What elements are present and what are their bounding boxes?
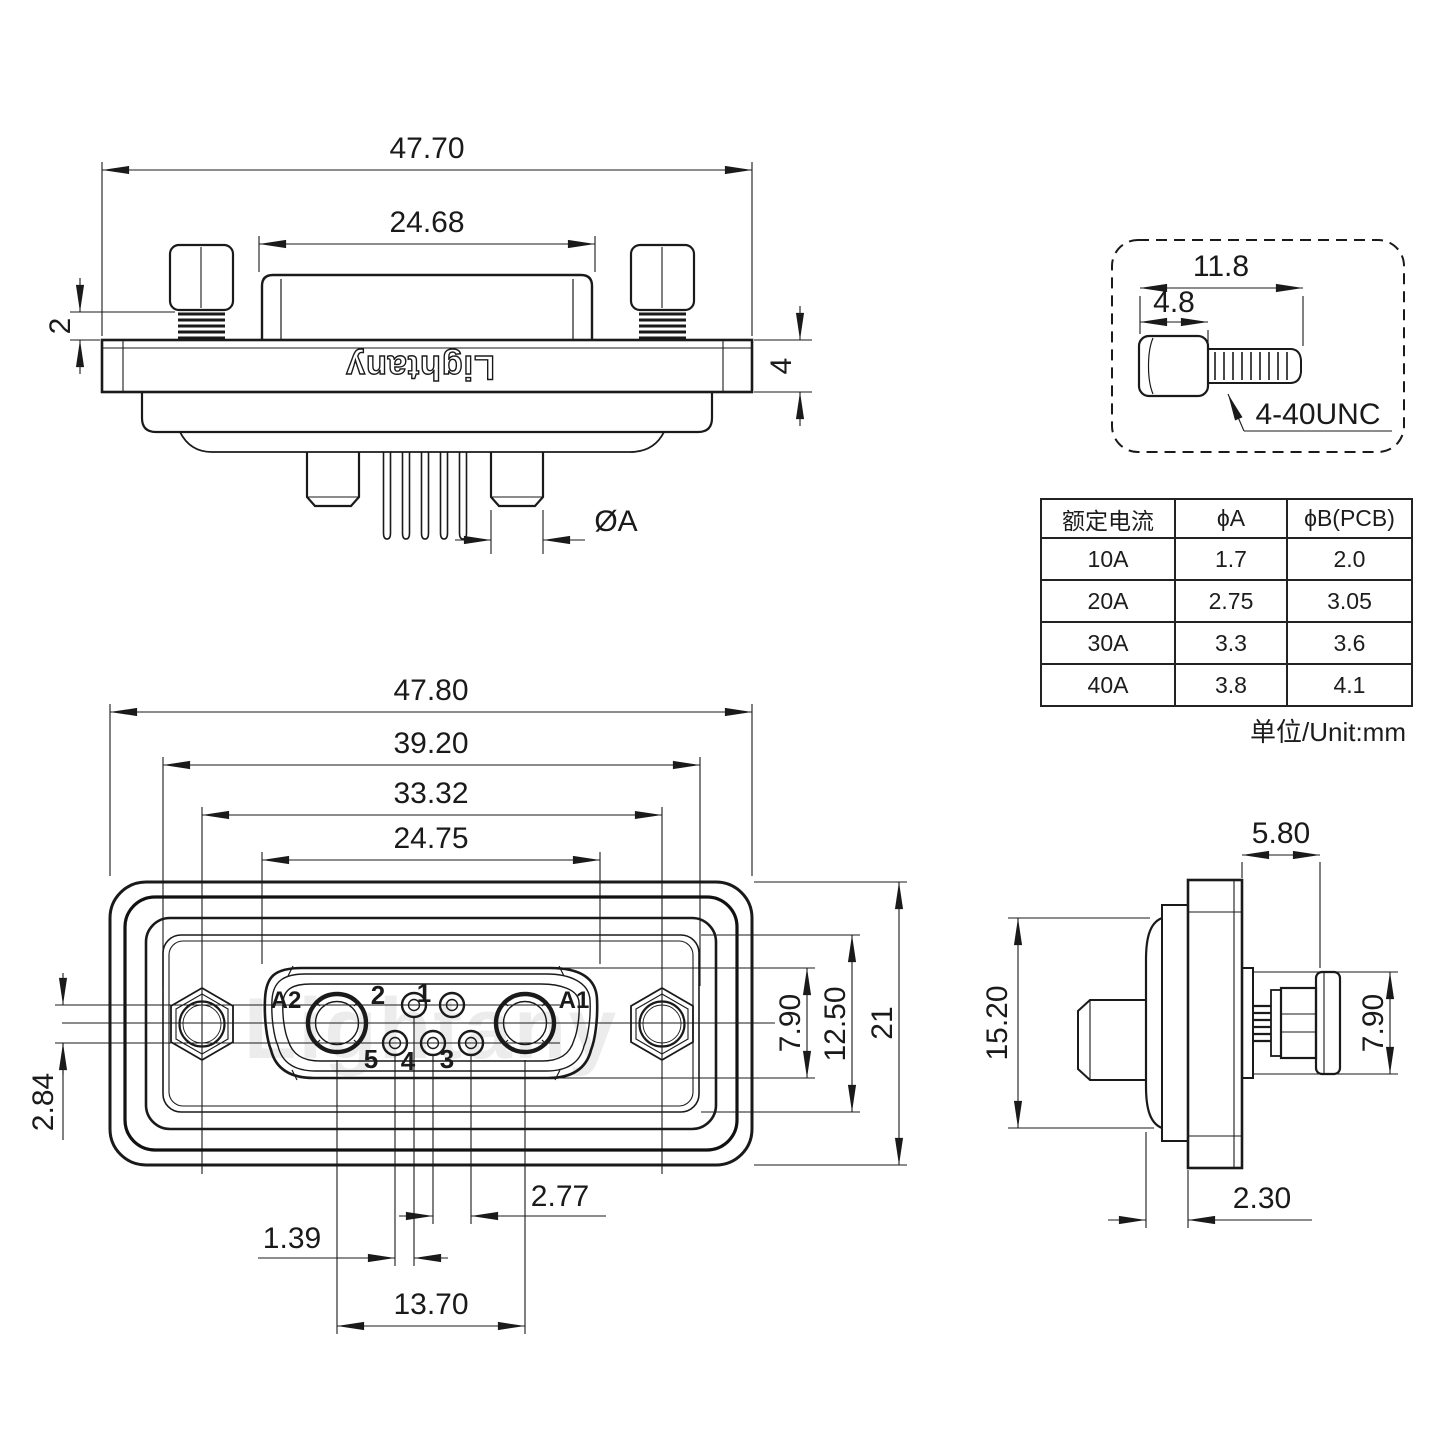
spec-row-30a: 30A 3.3 3.6 [1040, 621, 1413, 665]
side-body [1077, 904, 1189, 1142]
side-view: 5.80 [981, 817, 1398, 1228]
spec-table-header-row: 额定电流 ϕA ϕB(PCB) [1040, 498, 1413, 539]
signal-pins [381, 991, 485, 1057]
dim-front-shell-width: 24.75 [393, 822, 468, 855]
col-phi-b-pcb: ϕB(PCB) [1286, 498, 1413, 539]
insulator-dome [179, 431, 665, 453]
dim-rim-depth: 2.30 [1233, 1182, 1291, 1215]
dim-screw-total-length: 11.8 [1193, 250, 1249, 283]
pcb-pins [305, 452, 545, 540]
col-rated-current: 额定电流 [1040, 498, 1176, 539]
dim-thread-exposed: 2 [44, 318, 77, 335]
label-a1: A1 [559, 987, 590, 1014]
jack-screw-right [629, 243, 696, 340]
spec-row-40a: 40A 3.8 4.1 [1040, 663, 1413, 707]
label-pin3: 3 [440, 1044, 454, 1074]
dim-panel-opening-height: 12.50 [819, 986, 852, 1061]
jack-screw-left [168, 243, 235, 340]
label-pin1: 1 [417, 978, 431, 1008]
detail-bubble [1111, 239, 1405, 453]
d-shell [263, 965, 599, 1081]
dim-pin-pitch: 2.77 [531, 1180, 589, 1213]
dim-top-overall-width: 47.70 [389, 132, 464, 165]
spec-row-10a: 10A 1.7 2.0 [1040, 537, 1413, 581]
side-screw [1253, 970, 1342, 1076]
dim-overall-height: 21 [866, 1006, 899, 1039]
front-view: Lightany 47.80 39.20 33.32 24.75 [27, 674, 907, 1334]
dim-row-offset: 2.84 [27, 1073, 60, 1131]
dim-front-overall-width: 47.80 [393, 674, 468, 707]
insulator-block [260, 273, 594, 340]
dim-front-mounting-spacing: 33.32 [393, 777, 468, 810]
power-pin-right [489, 452, 545, 508]
dim-shell-height: 7.90 [774, 994, 807, 1052]
spec-row-20a: 20A 2.75 3.05 [1040, 579, 1413, 623]
panel-opening-outer [162, 934, 700, 1113]
thread-spec-label: 4-40UNC [1255, 398, 1380, 431]
dim-body-height: 15.20 [981, 985, 1014, 1060]
dim-front-flange-width: 39.20 [393, 727, 468, 760]
screw-drawing [1137, 334, 1302, 398]
spec-table: 额定电流 ϕA ϕB(PCB) 10A 1.7 2.0 20A 2.75 3.0… [1040, 498, 1413, 707]
engraved-brand: Lightany [345, 348, 495, 386]
unit-note: 单位/Unit:mm [1249, 717, 1406, 747]
dim-flange-thickness: 4 [765, 358, 798, 375]
gasket-inner [144, 916, 718, 1131]
label-a2: A2 [271, 987, 302, 1014]
body-shell [140, 392, 714, 434]
dim-top-insulator-width: 24.68 [389, 206, 464, 239]
housing-outline [108, 880, 754, 1167]
dim-pin-diameter: ØA [594, 505, 637, 538]
power-contact-a1 [493, 991, 557, 1055]
side-flange [1186, 878, 1254, 1170]
hex-nut-right [630, 986, 694, 1062]
dim-row-stagger: 1.39 [263, 1222, 321, 1255]
label-pin2: 2 [371, 980, 385, 1010]
top-view: Lightany 47.70 24.68 [44, 132, 812, 554]
power-contact-a2 [305, 991, 369, 1055]
col-phi-a: ϕA [1174, 498, 1288, 539]
label-pin5: 5 [364, 1044, 378, 1074]
dim-power-spacing: 13.70 [393, 1288, 468, 1321]
side-contact-pin [1077, 999, 1146, 1081]
dim-flange-to-screw: 5.80 [1252, 817, 1310, 850]
dim-screw-height: 7.90 [1357, 994, 1390, 1052]
flange [100, 338, 754, 394]
screw-detail: 11.8 4.8 4-40UNC [1111, 239, 1405, 453]
power-pin-left [305, 452, 361, 508]
gasket-outer [123, 895, 739, 1152]
hex-nut-left [170, 986, 234, 1062]
dim-screw-head-length: 4.8 [1153, 286, 1195, 319]
label-pin4: 4 [401, 1046, 416, 1076]
